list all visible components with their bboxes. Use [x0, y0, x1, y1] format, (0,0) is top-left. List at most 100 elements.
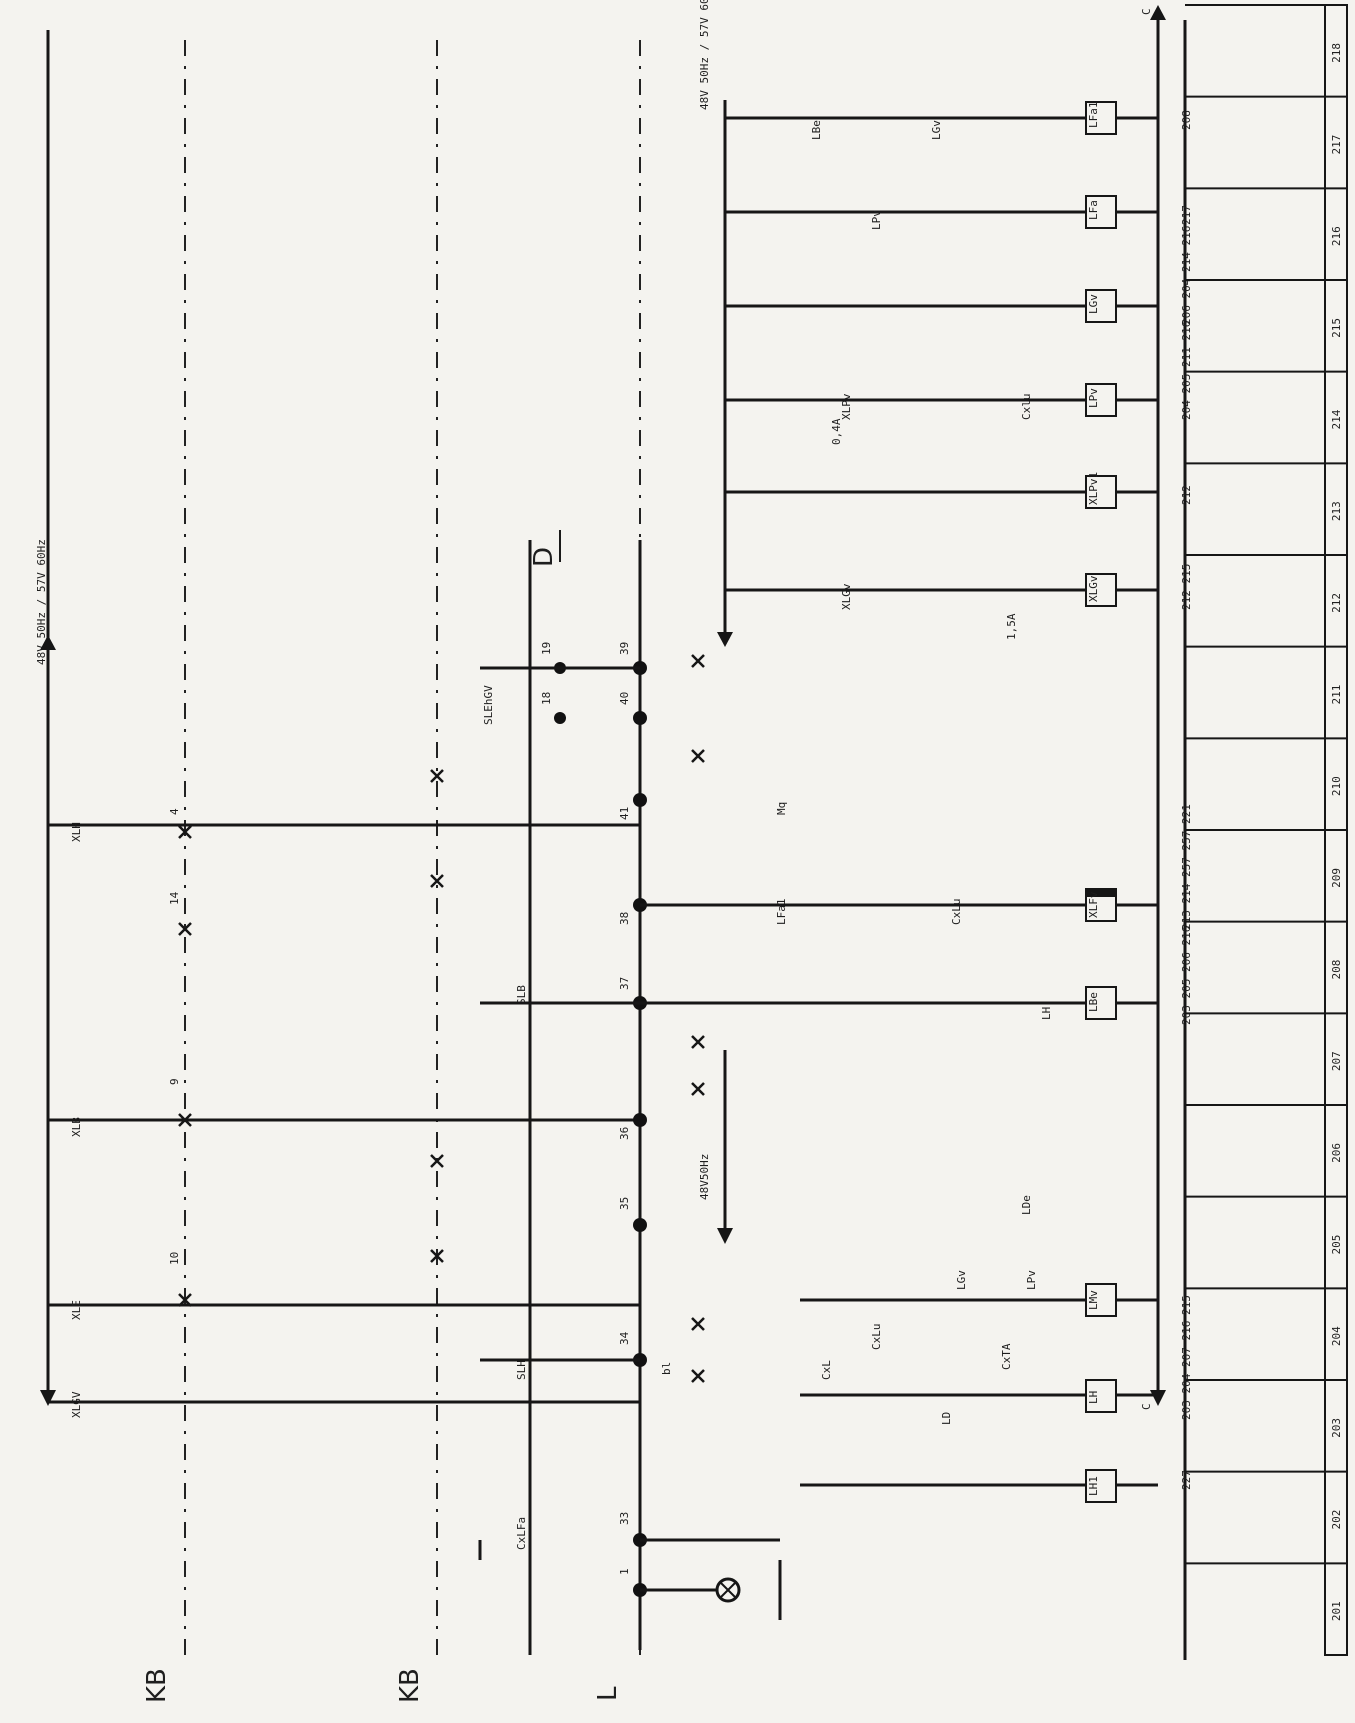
- c-arrow-top: [1150, 5, 1166, 20]
- terminal-33: 33: [618, 1512, 631, 1525]
- coil-label-lpv: LPv: [1087, 388, 1100, 408]
- contact-label-xlpv: XLPv: [840, 393, 853, 420]
- switch-label-slehgv: SLEhGV: [482, 685, 495, 725]
- column-number-209: 209: [1330, 868, 1343, 888]
- column-number-210: 210: [1330, 776, 1343, 796]
- c-label-top: C: [1140, 8, 1153, 15]
- terminal-19: 19: [540, 642, 553, 655]
- cross-ref-216: 217: [1180, 205, 1193, 225]
- column-number-206: 206: [1330, 1143, 1343, 1163]
- column-number-215: 215: [1330, 318, 1343, 338]
- cross-ref-208: 213 214 257 257 221: [1180, 804, 1193, 930]
- contact-label-xlgv: XLGv: [840, 583, 853, 610]
- coil-lfa: [1085, 195, 1117, 229]
- coil-lmv: [1085, 1283, 1117, 1317]
- cross-ref-213: 212: [1180, 485, 1193, 505]
- column-number-208: 208: [1330, 960, 1343, 980]
- contact-label-lde: LDe: [1020, 1195, 1033, 1215]
- column-number-217: 217: [1330, 135, 1343, 155]
- supply-arrow-mid: [717, 1228, 733, 1244]
- column-number-207: 207: [1330, 1051, 1343, 1071]
- left-labels: KB KB L D 48V 50Hz / 57V 60Hz: [35, 530, 623, 1703]
- junction-dots: [554, 661, 647, 1597]
- rungs: [640, 116, 1158, 1487]
- x-terminal-10-bottom: [430, 1249, 444, 1263]
- junction-36: [633, 1113, 647, 1127]
- supply-arrow-bottom-left: [40, 1390, 56, 1406]
- value-0-4a: 0,4A: [830, 418, 843, 445]
- column-number-213: 213: [1330, 501, 1343, 521]
- cross-ref-204: 215: [1180, 1295, 1193, 1315]
- junction-35: [633, 1218, 647, 1232]
- d-label: D: [529, 547, 559, 567]
- terminal-39: 39: [618, 642, 631, 655]
- switch-label-bl: bl: [660, 1362, 673, 1375]
- cross-references: 227 203 204 207 216 215 203 205 206 216 …: [1180, 20, 1193, 1660]
- column-number-212: 212: [1330, 593, 1343, 613]
- cross-ref-214: 204 205 211 216: [1180, 321, 1193, 420]
- column-number-205: 205: [1330, 1235, 1343, 1255]
- terminal-1: 1: [618, 1568, 631, 1575]
- contact-label-lh: LH: [1040, 1007, 1053, 1020]
- terminal-41: 41: [618, 807, 631, 820]
- contact-label-lbe: LBe: [810, 120, 823, 140]
- terminal-14a: 14: [168, 891, 181, 905]
- coil-label-lbe: LBe: [1087, 992, 1100, 1012]
- switch-label-xlb: XLB: [70, 1117, 83, 1137]
- x-terminal-34-out: [691, 1369, 705, 1383]
- contact-label-mq: Mq: [775, 802, 788, 815]
- coil-lgv: [1085, 289, 1117, 323]
- contact-label-cxl: CxL: [820, 1360, 833, 1380]
- terminal-37: 37: [618, 977, 631, 990]
- contact-label-cxlu-3: Cxlu: [1020, 394, 1033, 421]
- terminal-36: 36: [618, 1127, 631, 1140]
- coil-label-lh1: LH1: [1087, 1476, 1100, 1496]
- x-terminals: [178, 654, 705, 1383]
- x-terminal-9-bottom: [430, 1154, 444, 1168]
- lamp-cross: [719, 1581, 737, 1599]
- coil-label-xlfv: XLFv: [1087, 891, 1100, 918]
- contact-label-cxlu: CxLu: [870, 1324, 883, 1351]
- terminal-10a: 10: [168, 1252, 181, 1265]
- coil-lh: [1085, 1379, 1117, 1413]
- x-terminal-9-top: [178, 1113, 192, 1127]
- value-1-5a: 1,5A: [1005, 613, 1018, 640]
- terminal-4a: 4: [168, 808, 181, 815]
- cross-ref-203: 203 204 207 216: [1180, 1321, 1193, 1420]
- coil-label-lfa: LFa: [1087, 200, 1100, 220]
- coils: LH1 LH LMv LBe XLFv XLGv XLPv1 LPv LGv L…: [1085, 101, 1117, 1503]
- column-number-214: 214: [1330, 409, 1343, 429]
- lamp-and-sl-switches: CxLFa SLH SLB SLEhGV bl: [478, 666, 782, 1620]
- left-rails: [46, 30, 641, 1660]
- c-label-bottom: C: [1140, 1403, 1153, 1410]
- x-terminal-14-top: [178, 922, 192, 936]
- switch-label-xlgv: XLGV: [70, 1391, 83, 1418]
- switch-label-cxlfa: CxLFa: [515, 1517, 528, 1550]
- supply-arrow-top-left: [40, 635, 56, 650]
- coil-label-lh: LH: [1087, 1391, 1100, 1404]
- contact-label-lpv: LPv: [1025, 1270, 1038, 1290]
- contacts: CxL CxLu LD CxTA LH LGv LPv LDe LFa1 CxL…: [775, 120, 1053, 1425]
- coil-lbe: [1085, 986, 1117, 1020]
- cross-ref-215: 206 204 214 216: [1180, 226, 1193, 325]
- contact-label-lgv-2: LGv: [930, 120, 943, 140]
- cross-ref-202: 227: [1180, 1470, 1193, 1490]
- contact-label-lgv: LGv: [955, 1270, 968, 1290]
- x-terminal-40-out: [691, 749, 705, 763]
- coil-label-lfa1: LFa1: [1087, 102, 1100, 129]
- switch-label-xlh: XLH: [70, 822, 83, 842]
- column-number-201: 201: [1330, 1601, 1343, 1621]
- x-terminal-4-bottom: [430, 769, 444, 783]
- coil-xlgv: [1085, 573, 1117, 607]
- x-terminal-4-top: [178, 825, 192, 839]
- coil-xlfv-mark: [1086, 889, 1116, 897]
- switch-label-slh: SLH: [515, 1360, 528, 1380]
- x-terminal-39-out: [691, 654, 705, 668]
- column-number-211: 211: [1330, 685, 1343, 705]
- main-wires: [185, 540, 642, 1655]
- coil-xlpv1: [1085, 475, 1117, 509]
- junction-18: [554, 712, 566, 724]
- x-terminal-35-out: [691, 1317, 705, 1331]
